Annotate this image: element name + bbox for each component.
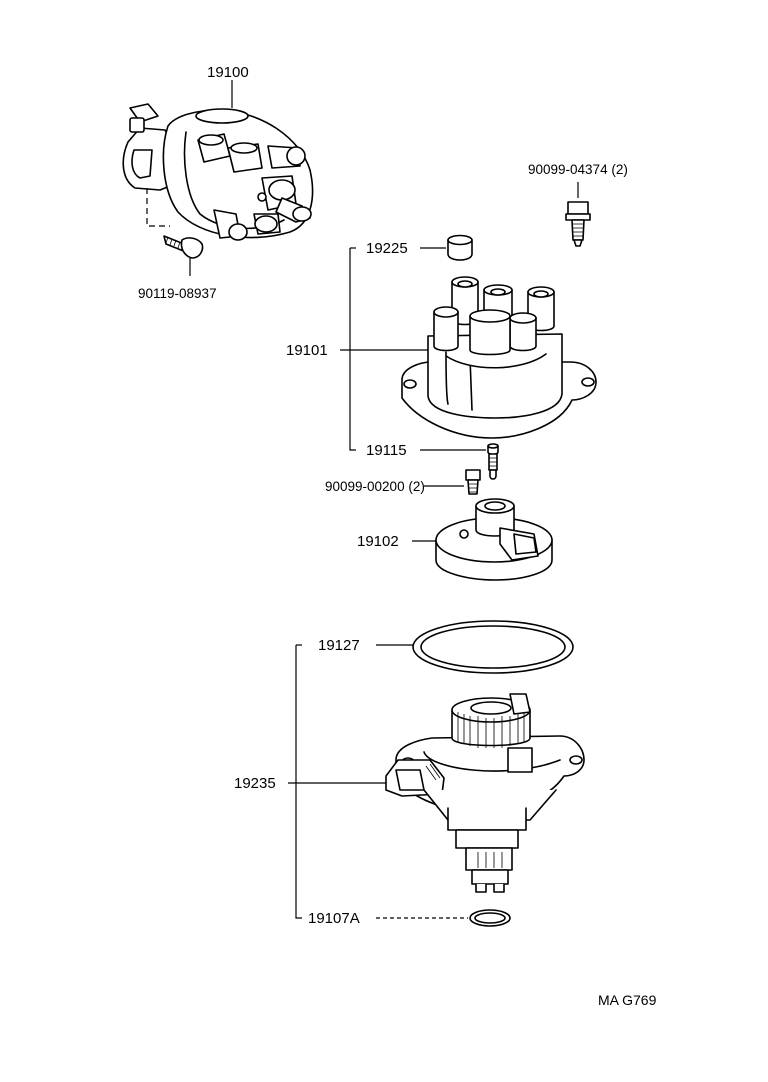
label-19107A: 19107A [308,910,360,927]
o-ring-19107A [469,909,511,927]
label-19235: 19235 [234,775,276,792]
bolt-90099-04374 [565,182,591,247]
label-90099-04374: 90099-04374 (2) [528,162,628,177]
o-ring-19127 [412,620,574,674]
label-90099-00200: 90099-00200 (2) [325,479,425,494]
label-19102: 19102 [357,533,399,550]
diagram-code: MA G769 [598,992,657,1008]
label-19225: 19225 [366,240,408,257]
screw-90099-00200 [465,469,481,495]
label-19115: 19115 [366,442,407,459]
distributor-cap-19101 [401,276,597,439]
bolt-90119-08937 [163,235,204,276]
distributor-housing-19235 [385,693,585,893]
label-19100: 19100 [207,64,249,81]
carbon-brush-19115 [487,443,499,480]
distributor-assembly-19100 [122,103,314,241]
label-90119-08937: 90119-08937 [138,286,217,301]
cap-19225 [447,234,473,261]
rotor-19102 [435,498,553,581]
label-19101: 19101 [286,342,328,359]
label-19127: 19127 [318,637,360,654]
